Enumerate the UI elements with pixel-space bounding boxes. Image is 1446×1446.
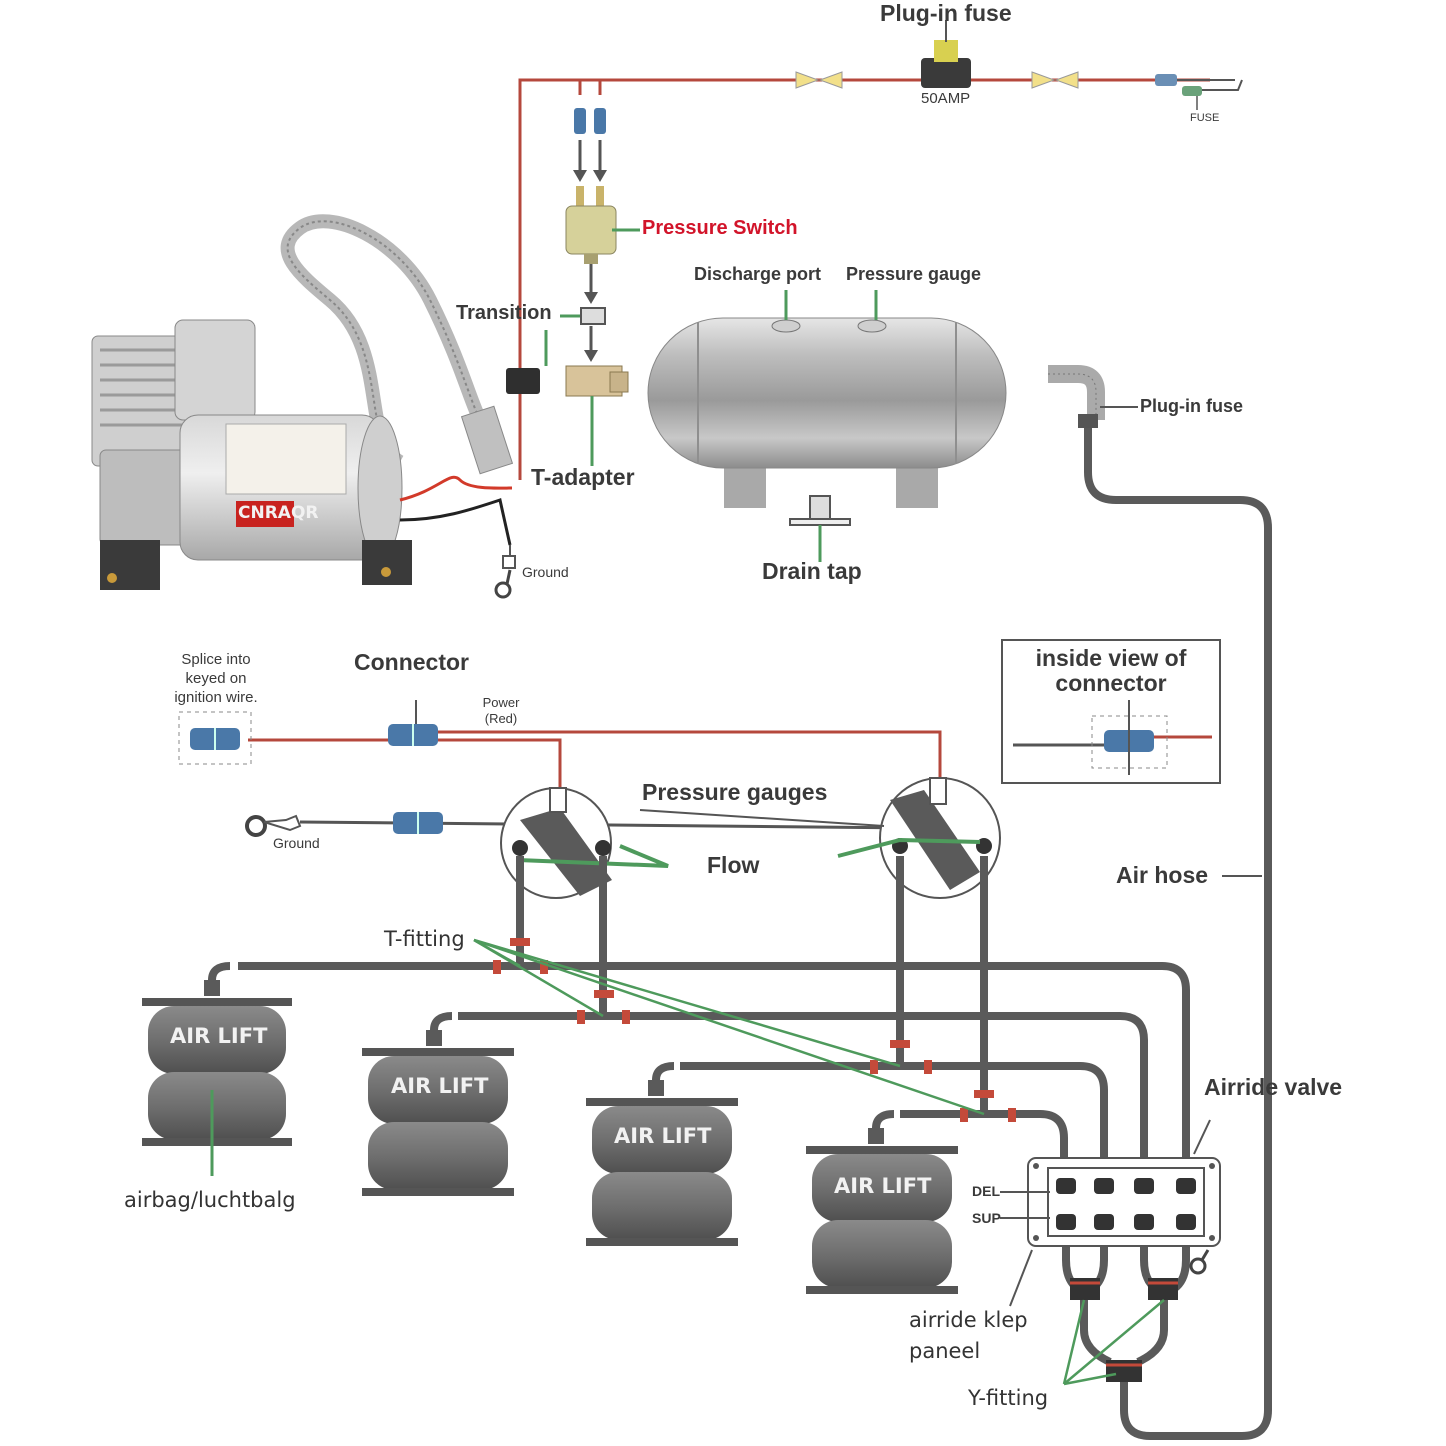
compressor-brand-logo: CNRAQR xyxy=(238,503,319,523)
air-tank xyxy=(647,290,1007,508)
drain-tap xyxy=(789,495,851,562)
airbag-1 xyxy=(142,962,292,1176)
label-connector: Connector xyxy=(354,649,469,675)
airbag-3-brand: AIR LIFT xyxy=(614,1124,712,1148)
butt-connector-left xyxy=(795,71,843,89)
label-y-fitting: Y-fitting xyxy=(968,1386,1049,1410)
pressure-switch xyxy=(565,186,640,304)
airbag-1-brand: AIR LIFT xyxy=(170,1024,268,1048)
inline-fuse-small xyxy=(1155,74,1243,110)
pressure-gauge-right xyxy=(837,777,1001,899)
label-valve-panel: airride klep paneel xyxy=(909,1308,1028,1363)
t-fitting-leaders xyxy=(473,938,985,1116)
label-drain-tap: Drain tap xyxy=(762,558,862,584)
top-power-wiring xyxy=(518,78,1235,480)
pressure-gauges-leader xyxy=(639,809,885,827)
spade-connectors xyxy=(573,108,607,182)
label-plug-in-fuse-right: Plug-in fuse xyxy=(1140,396,1243,416)
label-ground-bottom: Ground xyxy=(273,835,320,851)
y-fittings xyxy=(1062,1278,1178,1386)
wire-connector-top xyxy=(388,724,438,746)
splice-connector xyxy=(178,711,252,765)
label-inside-view: inside view of connector xyxy=(1035,645,1187,696)
label-airbag: airbag/luchtbalg xyxy=(124,1188,296,1212)
airbag-2 xyxy=(362,1012,514,1196)
t-adapter xyxy=(506,330,629,466)
label-pressure-switch: Pressure Switch xyxy=(642,217,798,239)
label-transition: Transition xyxy=(456,302,552,324)
air-hose-main xyxy=(1048,365,1272,1440)
inside-view-connector-detail xyxy=(1013,700,1212,775)
label-t-adapter: T-adapter xyxy=(531,464,635,490)
transition-fitting xyxy=(560,307,606,362)
label-flow: Flow xyxy=(707,852,760,878)
airbag-4-brand: AIR LIFT xyxy=(834,1174,932,1198)
label-t-fitting: T-fitting xyxy=(384,927,465,951)
airbag-3 xyxy=(586,1062,738,1246)
inside-view-box xyxy=(1001,639,1221,784)
plug-in-fuse-50amp xyxy=(921,20,971,88)
wire-connector-ground xyxy=(393,812,443,834)
ground-terminal-top xyxy=(494,545,516,599)
label-splice-note: Splice into keyed on ignition wire. xyxy=(174,651,258,706)
label-fuse-small: FUSE xyxy=(1190,112,1220,124)
label-discharge-port: Discharge port xyxy=(694,264,822,284)
label-pressure-gauge: Pressure gauge xyxy=(846,264,982,284)
air-lines xyxy=(238,856,1190,1400)
label-plug-in-fuse-top: Plug-in fuse xyxy=(880,0,1012,26)
label-ground-top: Ground xyxy=(522,564,569,580)
label-power-red: Power (Red) xyxy=(482,695,520,726)
ground-terminal-bottom xyxy=(245,814,302,837)
butt-connector-right xyxy=(1031,71,1079,89)
air-compressor xyxy=(91,214,514,590)
label-del: DEL xyxy=(972,1183,1000,1199)
label-amp-rating: 50AMP xyxy=(921,90,971,107)
label-pressure-gauges: Pressure gauges xyxy=(642,779,828,805)
label-airride-valve: Airride valve xyxy=(1204,1074,1343,1100)
label-air-hose: Air hose xyxy=(1116,862,1209,888)
airride-valve-panel xyxy=(1000,1119,1221,1307)
pressure-gauge-left xyxy=(500,787,669,899)
airbag-2-brand: AIR LIFT xyxy=(391,1074,489,1098)
label-sup: SUP xyxy=(972,1210,1001,1226)
airbag-4 xyxy=(806,1110,958,1294)
t-fittings xyxy=(493,938,1016,1122)
